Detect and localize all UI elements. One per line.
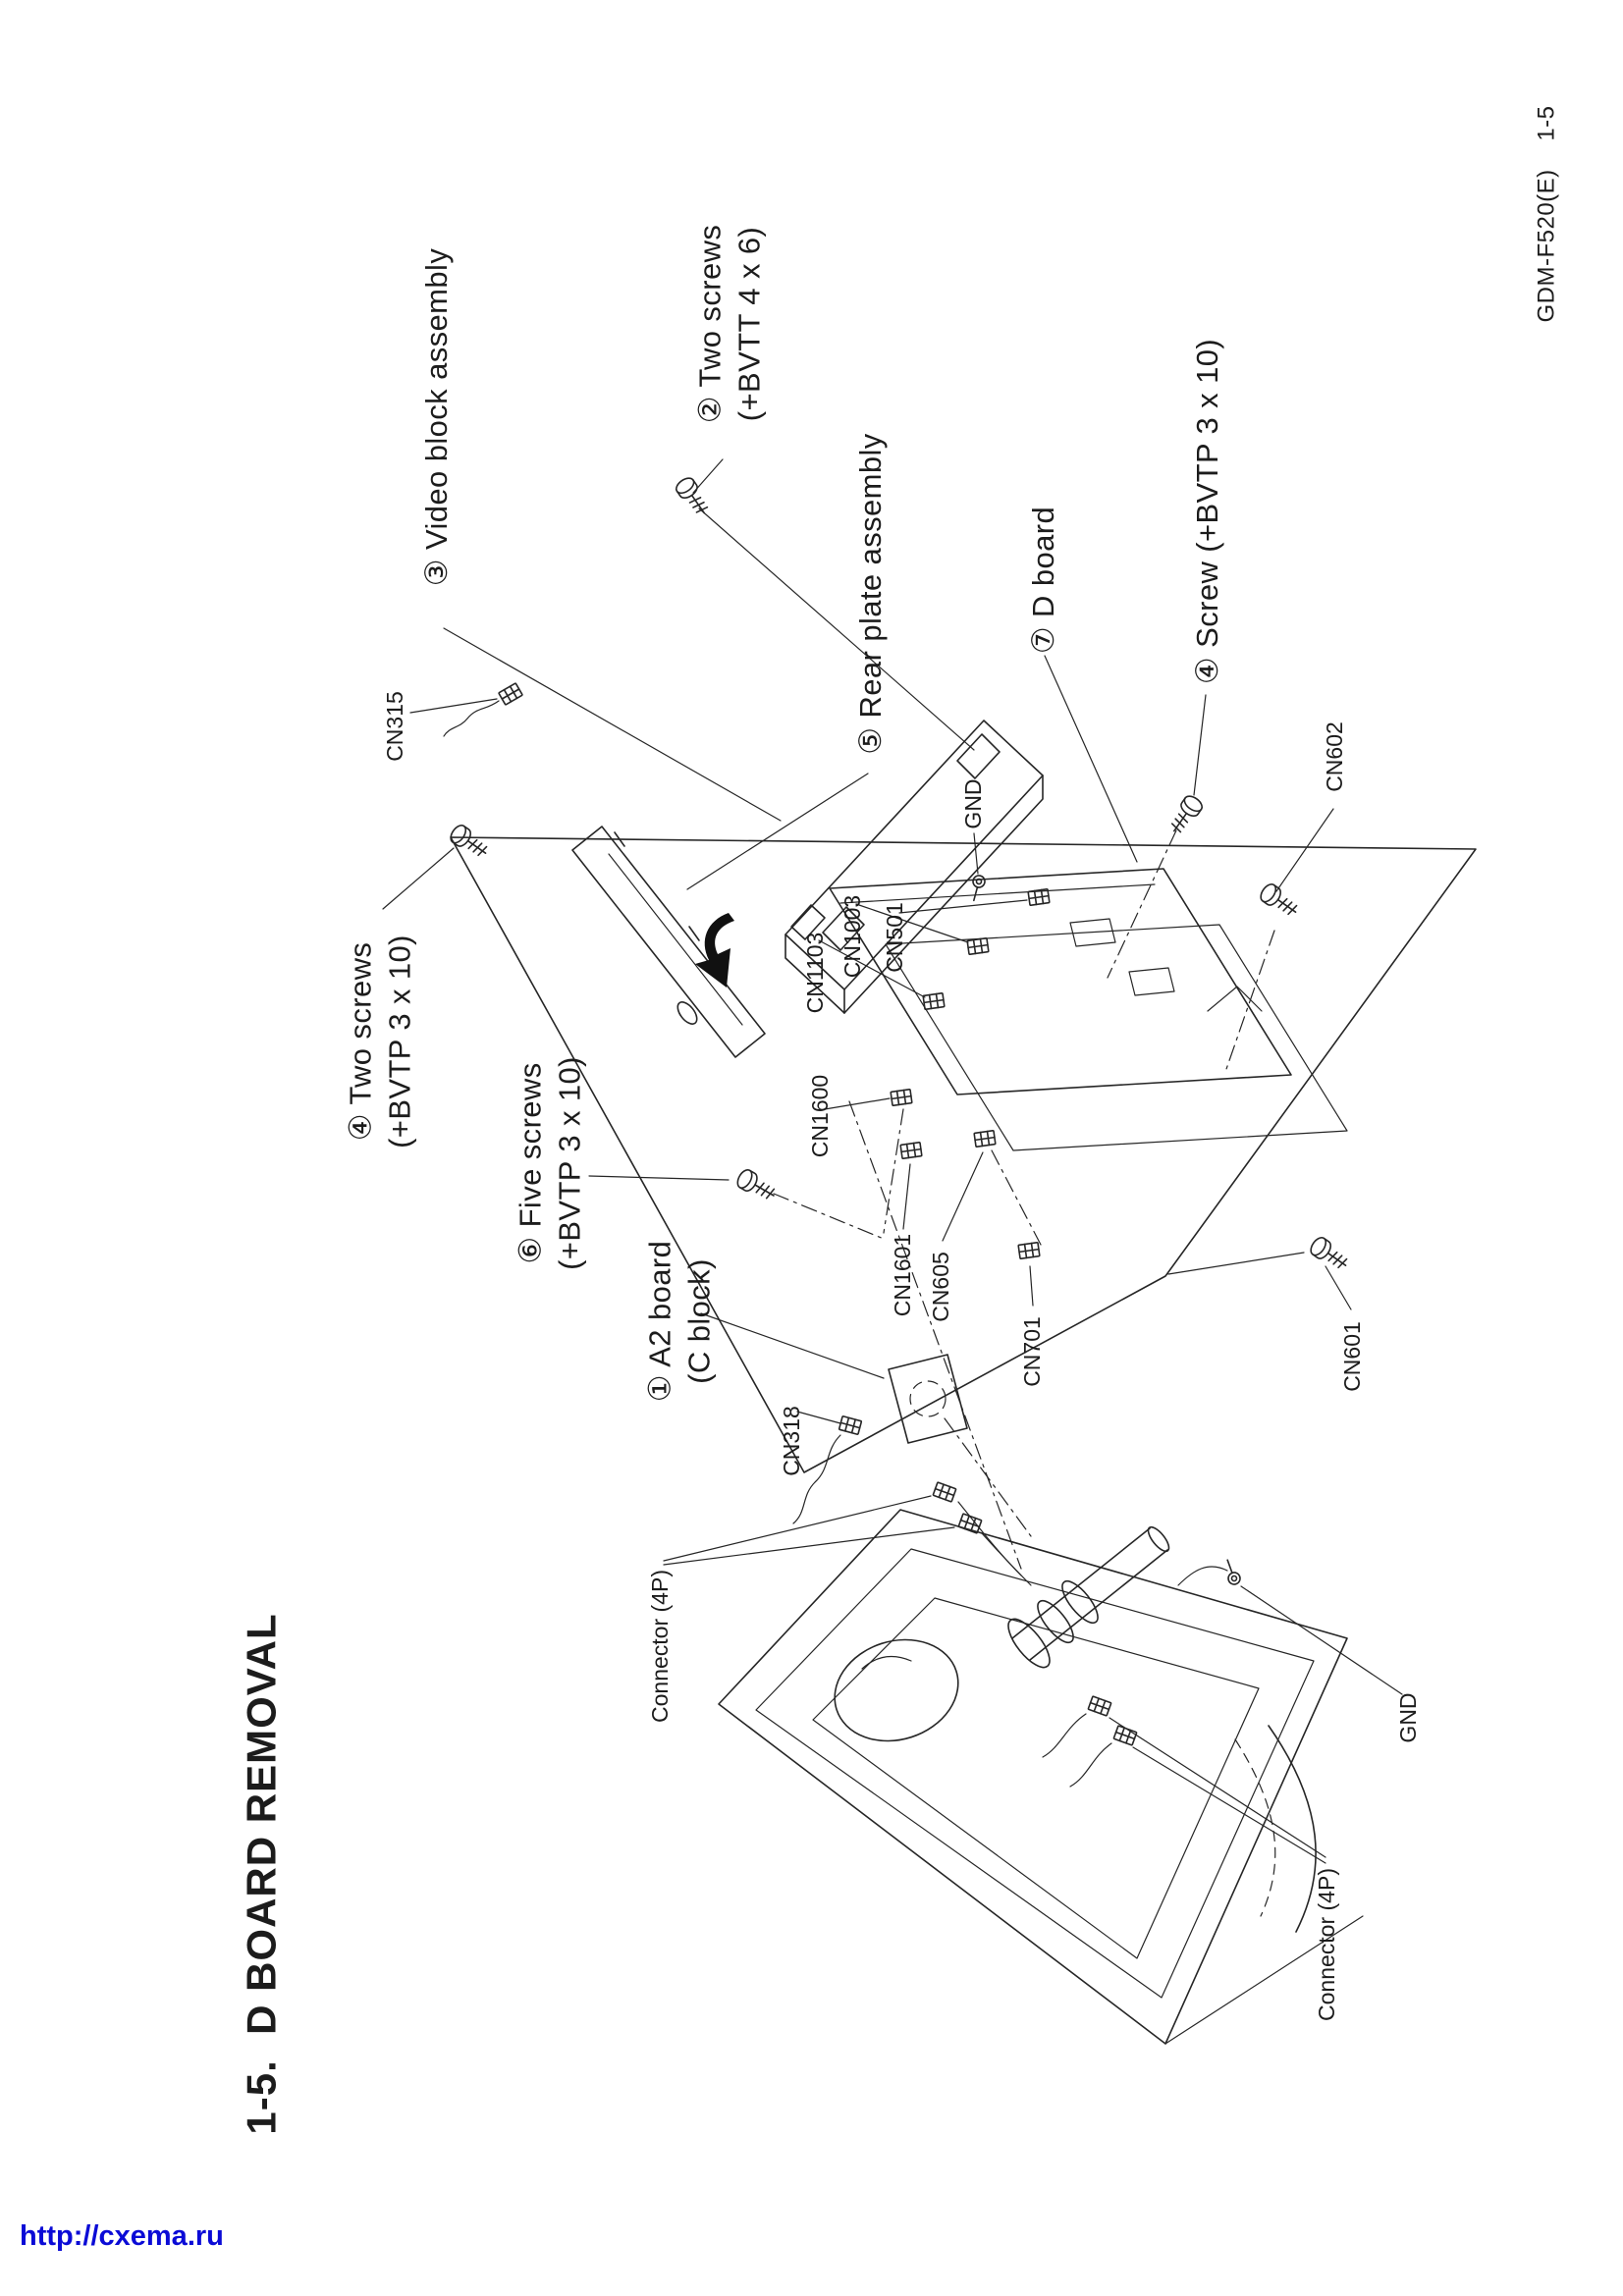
part-label-cn1003: CN1003 [839,894,866,979]
leader-lines [382,458,1403,1864]
part-label-cn1601: CN1601 [890,1233,916,1317]
connector-icon [922,991,946,1011]
watermark-link: http://cxema.ru [20,2220,224,2252]
callout-rear-plate-assembly: ⑤ Rear plate assembly [852,433,888,755]
rear-plate-assembly-drawing [571,826,766,1058]
ground-lug-icon [1220,1557,1243,1587]
part-label-cn1103: CN1103 [802,932,829,1014]
callout-five-screws-bvtp: ⑥ Five screws (+BVTP 3 x 10) [513,1056,587,1270]
screw-icon [447,822,493,863]
part-label-cn605: CN605 [928,1252,954,1322]
screw-icon [673,474,714,520]
part-label-cn1600: CN1600 [807,1074,834,1158]
connector-icon [932,1481,957,1503]
cn315-connector-drawing [443,682,523,737]
connector-icon [498,682,523,706]
connector-icon [1017,1241,1041,1260]
connector-icon [899,1141,923,1160]
part-label-cn701: CN701 [1019,1316,1046,1387]
monitor-chassis-drawing [718,1509,1364,2045]
connector-icon [973,1129,997,1148]
callout-a2-board: ① A2 board (C block) [642,1240,717,1403]
doc-reference: GDM-F520(E) 1-5 [1533,105,1560,323]
connector-icon [890,1088,913,1107]
video-block-drawing [784,720,1044,1014]
callout-two-screws-bvtp: ④ Two screws (+BVTP 3 x 10) [343,934,417,1148]
part-label-cn318: CN318 [779,1406,805,1476]
part-label-gnd-top: GND [960,778,987,829]
harness-connectors [932,1481,1243,1788]
part-label-cn602: CN602 [1322,721,1348,792]
screw-icon [1307,1234,1353,1275]
part-label-connector-4p-bottom: Connector (4P) [1314,1868,1340,2021]
screw-icon [1164,792,1206,838]
part-label-cn315: CN315 [382,691,408,762]
centerlines [773,829,1275,1570]
page-title: 1-5. D BOARD REMOVAL [238,1613,285,2135]
callout-d-board: ⑦ D board [1025,506,1060,655]
screw-icon [733,1166,780,1205]
callout-screw-bvtp: ④ Screw (+BVTP 3 x 10) [1189,338,1224,685]
ground-lug-icon [967,873,988,903]
connector-icon [966,936,990,956]
board-connectors [890,873,1051,1260]
part-label-connector-4p-top: Connector (4P) [647,1570,674,1723]
frame-panel-outline [450,836,1477,1473]
part-label-cn601: CN601 [1339,1321,1366,1392]
a2-board-drawing [792,1354,968,1524]
part-label-gnd-bottom: GND [1395,1692,1422,1743]
connector-icon [838,1415,863,1436]
removal-arrow [695,913,734,988]
callout-video-block-assembly: ③ Video block assembly [418,247,454,587]
part-label-cn501: CN501 [882,902,908,973]
connector-icon [1087,1695,1112,1717]
d-board-drawing [829,868,1348,1151]
callout-two-screws-bvtt: ② Two screws (+BVTT 4 x 6) [692,224,767,424]
